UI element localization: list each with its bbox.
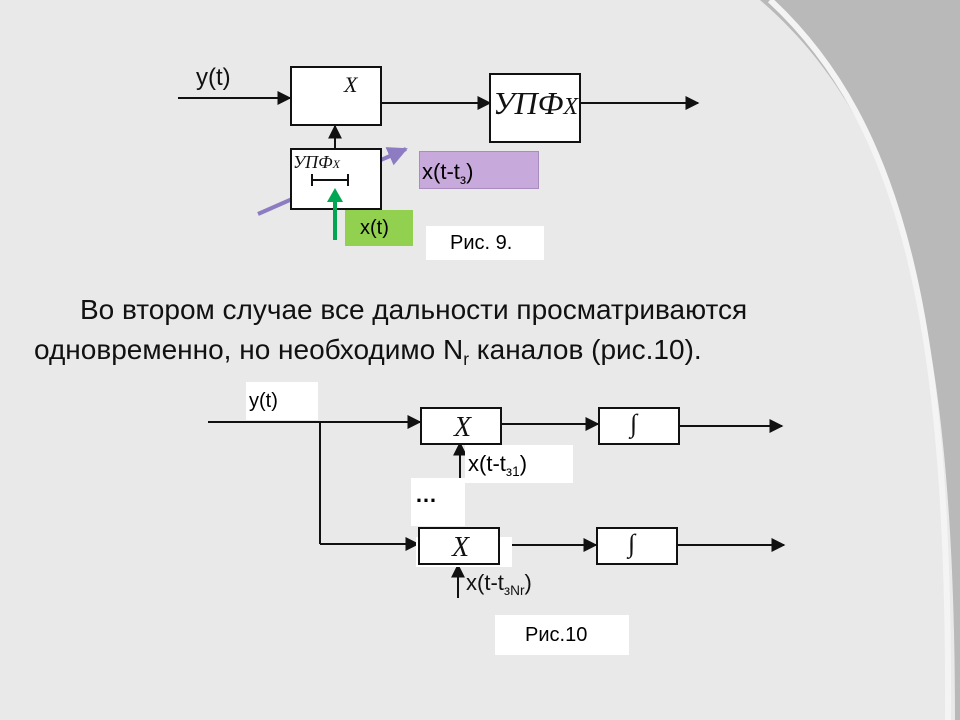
- fig10-ellipsis: …: [415, 482, 437, 507]
- fig10-delay1-text: x(t-t: [468, 451, 506, 476]
- paragraph-line-2: одновременно, но необходимо Nr каналов (…: [34, 334, 702, 370]
- fig9-upf-text: УПФ: [493, 85, 564, 121]
- fig9-x-input-arrow: [327, 188, 343, 240]
- fig10-delayN-close: ): [524, 570, 532, 595]
- fig10-top-multiplier-symbol: X: [454, 412, 472, 443]
- fig9-delay-close: ): [466, 159, 474, 184]
- paragraph-line-1: Во втором случае все дальности просматри…: [80, 294, 748, 325]
- fig9-x-label: x(t): [345, 210, 413, 246]
- fig9-delay-subscript: з: [459, 171, 467, 187]
- fig10-ellipsis-box: …: [411, 478, 465, 526]
- fig10-top-integrator-block: ∫: [598, 407, 680, 445]
- paragraph-line-2-subscript: r: [463, 349, 469, 370]
- fig10-bottom-multiplier-block: X: [418, 527, 500, 565]
- fig9-upf-subscript: X: [563, 94, 579, 120]
- fig10-delay1-subscript: з1: [505, 463, 520, 479]
- fig10-delayN-label: x(t-tзNr): [466, 570, 532, 598]
- fig9-upf-block: УПФX: [489, 73, 581, 143]
- fig10-delay1-close: ): [519, 451, 528, 476]
- fig10-delayN-subscript: зNr: [503, 582, 525, 598]
- fig9-multiplier-block: X: [290, 66, 382, 126]
- paragraph-line-2-end: каналов (рис.10).: [468, 334, 702, 365]
- fig9-upf-label: УПФX: [493, 85, 578, 122]
- fig9-upf-small-label: УПФX: [293, 152, 340, 173]
- fig10-top-integrator-symbol: ∫: [630, 409, 638, 438]
- fig9-input-label: y(t): [196, 64, 231, 91]
- fig9-upf-small-text: УПФ: [293, 152, 333, 172]
- fig10-input-label: y(t): [246, 382, 318, 420]
- fig9-delay-label: x(t-tз): [419, 151, 539, 189]
- fig9-delay-bracket: [311, 174, 349, 186]
- fig9-caption: Рис. 9.: [426, 226, 544, 260]
- fig10-bottom-integrator-block: ∫: [596, 527, 678, 565]
- fig10-caption: Рис.10: [495, 615, 629, 655]
- fig9-upf-small-subscript: X: [332, 157, 340, 171]
- paragraph-line-2-start: одновременно, но необходимо N: [34, 334, 464, 365]
- fig10-delayN-text: x(t-t: [466, 570, 504, 595]
- fig9-delay-text: x(t-t: [422, 159, 460, 184]
- fig10-delay1-label: x(t-tз1): [465, 445, 573, 483]
- fig10-bottom-multiplier-symbol: X: [452, 532, 470, 563]
- fig10-top-multiplier-block: X: [420, 407, 502, 445]
- fig9-multiplier-symbol: X: [344, 72, 358, 97]
- fig10-bottom-integrator-symbol: ∫: [628, 529, 636, 558]
